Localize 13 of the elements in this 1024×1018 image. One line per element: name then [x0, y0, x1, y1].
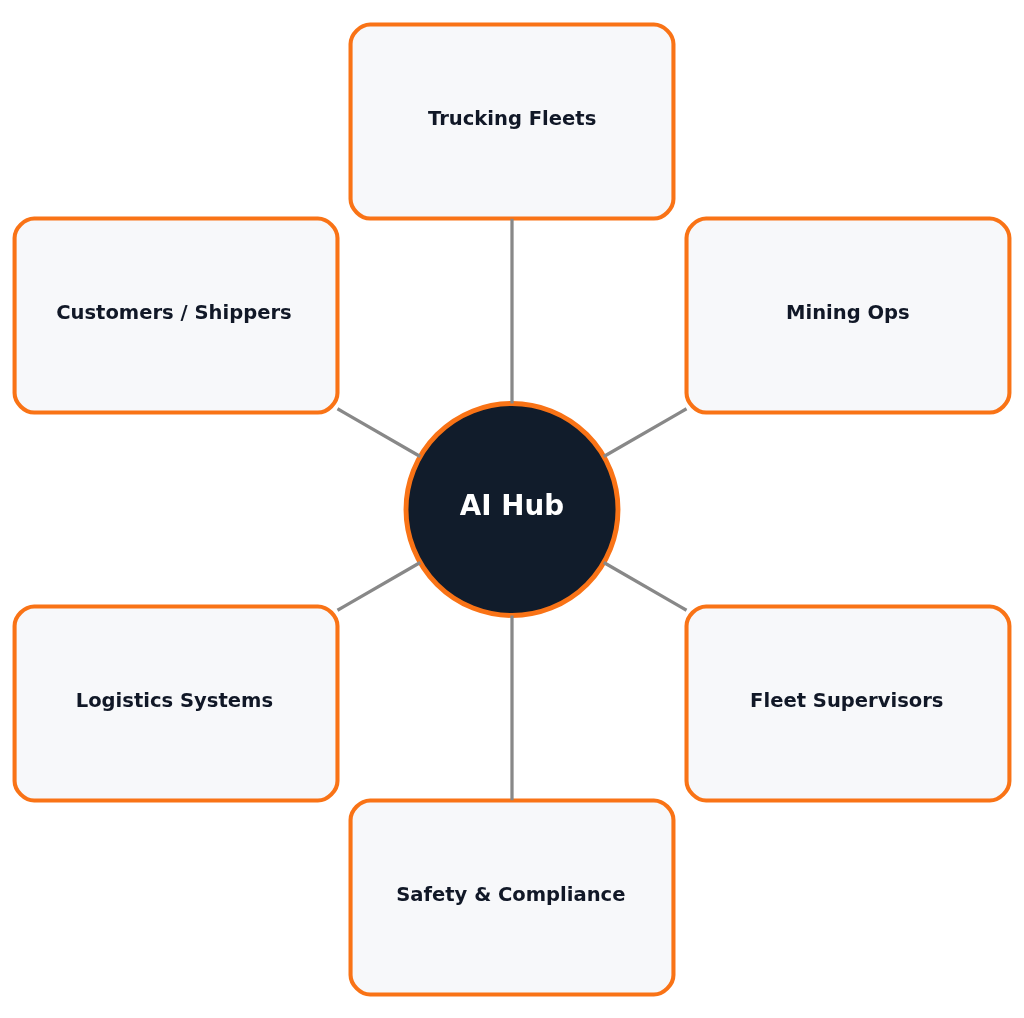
connector	[603, 560, 688, 612]
connector	[510, 218, 514, 403]
connector	[336, 560, 421, 612]
node-box: Safety & Compliance	[348, 797, 676, 996]
node-box: Logistics Systems	[12, 603, 340, 803]
node-box: Customers / Shippers	[12, 215, 340, 415]
connector	[336, 406, 421, 458]
node-circle: AI Hub	[403, 400, 621, 618]
connector	[603, 406, 688, 458]
node-box: Mining Ops	[684, 215, 1012, 415]
node-box: Trucking Fleets	[348, 22, 676, 221]
connector	[510, 615, 514, 800]
node-box: Fleet Supervisors	[684, 603, 1012, 803]
